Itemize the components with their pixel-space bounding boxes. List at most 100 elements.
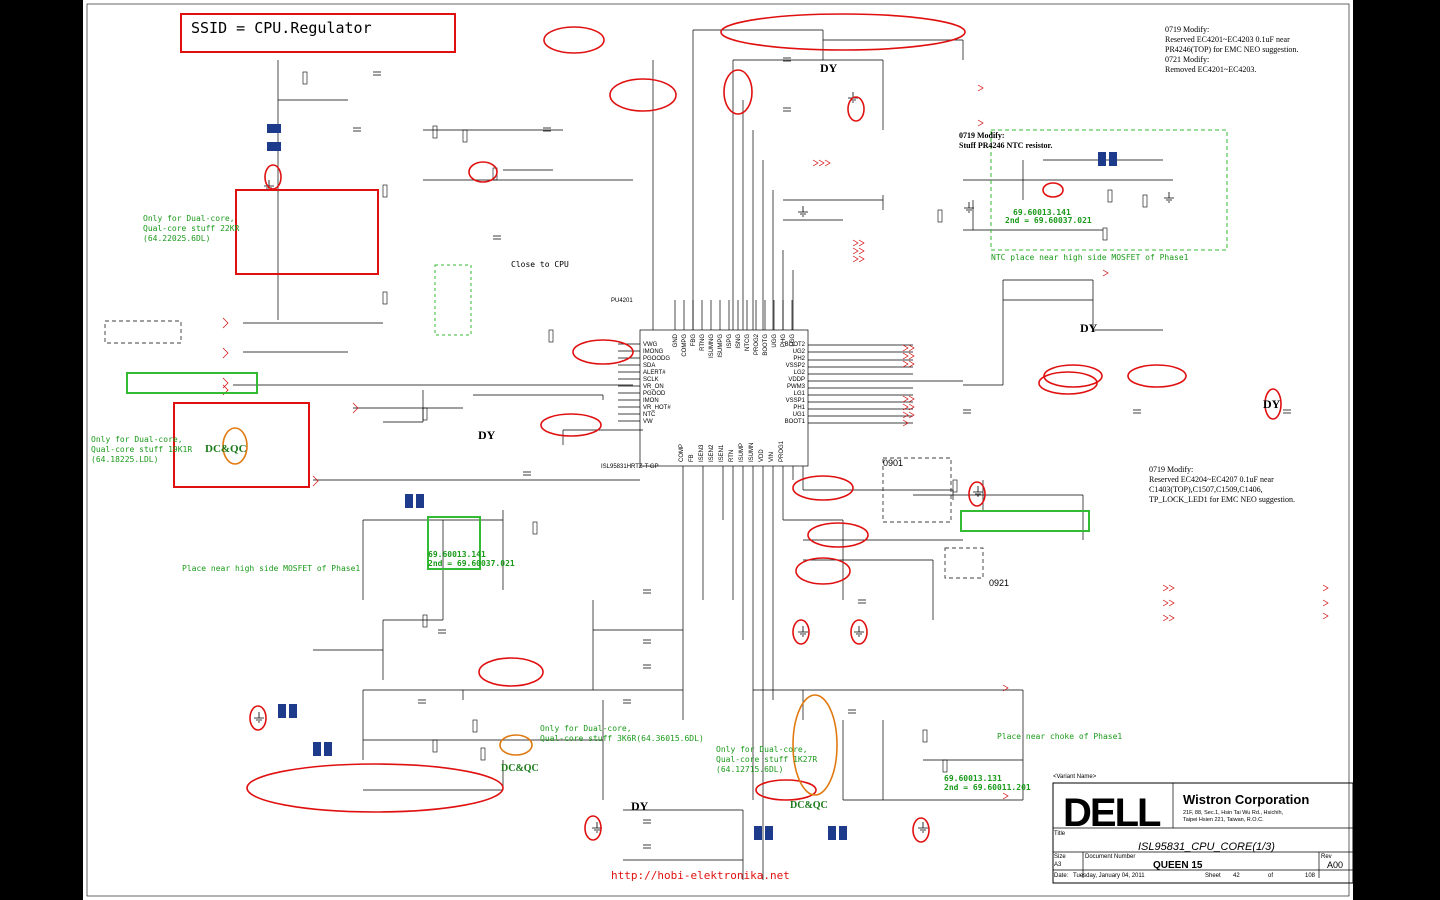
- ic-pin-right: BOOT1: [785, 419, 806, 425]
- ic-ref: PU4201: [611, 298, 633, 304]
- docnum-label: Document Number: [1085, 854, 1135, 860]
- ic-pin-top: BOOTG: [763, 334, 769, 356]
- watermark-url: http://hobi-elektronika.net: [611, 869, 790, 882]
- ntc-green-box: [427, 516, 481, 570]
- resistor-symbol: [942, 759, 948, 773]
- ic-pin-left: PGOODG: [643, 356, 670, 362]
- cap-blocks: [267, 124, 1117, 840]
- resistor-symbol: [422, 407, 428, 421]
- ic-pin-bottom: FB: [689, 454, 695, 462]
- resistor-symbol: [382, 291, 388, 305]
- ic-pin-right: PWM3: [787, 384, 806, 390]
- note-dual-core-2: Only for Dual-core,Qual-core stuff 19K1R…: [91, 435, 192, 464]
- capacitor-symbol: [643, 664, 651, 669]
- ic-pin-top: FBG: [691, 334, 697, 347]
- ground-symbol: [798, 626, 808, 637]
- ic-pin-top: PHG: [781, 334, 787, 347]
- note-ntc-place: NTC place near high side MOSFET of Phase…: [991, 253, 1189, 262]
- ic-pin-top: UGG: [772, 334, 778, 348]
- ic-pin-left: VR_ON: [643, 384, 664, 390]
- ground-symbol: [854, 626, 864, 637]
- ic-pin-top: PROG2: [754, 333, 760, 355]
- svg-text:DY: DY: [1263, 397, 1281, 411]
- dcqc-circle-3: [792, 694, 838, 796]
- note-place-choke: Place near choke of Phase1: [997, 732, 1122, 741]
- capacitor-symbol: [783, 57, 791, 62]
- part-num-a-right: 69.60013.141: [1013, 208, 1071, 217]
- capacitor-symbol: [523, 471, 531, 476]
- svg-text:DY: DY: [1080, 321, 1098, 335]
- resistor-symbol: [480, 747, 486, 761]
- capacitor-symbol: [418, 699, 426, 704]
- area-0921: [944, 547, 984, 579]
- docnum-value: QUEEN 15: [1153, 860, 1203, 871]
- note-dual-core-1: Only for Dual-core,Qual-core stuff 22KR(…: [143, 214, 240, 243]
- ic-pin-bottom: ISEN1: [719, 444, 725, 462]
- of-label: of: [1268, 873, 1273, 879]
- rev-label: Rev: [1321, 854, 1332, 860]
- note-place-phase1: Place near high side MOSFET of Phase1: [182, 564, 360, 573]
- note-right-mid: 0719 Modify:Reserved EC4204~EC4207 0.1uF…: [1149, 465, 1295, 504]
- ic-pin-right: LG1: [794, 391, 806, 397]
- dell-logo: DELL: [1063, 791, 1161, 835]
- date-label: Date:: [1054, 873, 1069, 879]
- ic-pin-right: VSSP1: [786, 398, 806, 404]
- note-ntc-body: Stuff PR4246 NTC resistor.: [959, 141, 1052, 150]
- resistor-symbol: [382, 184, 388, 198]
- main-ic: PU4201 ISL95831HRTZ-T-GP VWGIMONGPGOODGS…: [601, 298, 809, 470]
- svg-text:DY: DY: [820, 61, 838, 75]
- part-num-b: 69.60013.131: [944, 774, 1002, 783]
- date-value: Tuesday, January 04, 2011: [1073, 873, 1145, 879]
- ic-pin-bottom: ISEN2: [709, 444, 715, 462]
- resistor-symbol: [952, 479, 958, 493]
- wires: [233, 29, 1173, 880]
- ic-pin-top: NTCG: [745, 334, 751, 351]
- ic-pin-top: ISPG: [727, 334, 733, 349]
- highlight-ellipses: [246, 13, 1282, 843]
- dcqc-label-2: DC&QC: [501, 763, 539, 774]
- capacitor-symbol: [493, 235, 501, 240]
- resistor-symbol: [472, 719, 478, 733]
- capacitor-symbol: [783, 107, 791, 112]
- sheet-label: Sheet: [1205, 873, 1221, 879]
- capacitor-symbol: [643, 639, 651, 644]
- ground-symbol: [964, 202, 974, 213]
- ic-pin-right: LG2: [794, 370, 806, 376]
- ic-pin-bottom: PROG1: [779, 440, 785, 462]
- ic-pin-left: VWG: [643, 342, 658, 348]
- title-label: Title: [1054, 831, 1066, 837]
- ic-pin-right: UG1: [793, 412, 806, 418]
- ic-pin-right: VSSP2: [786, 363, 806, 369]
- rev-value: A00: [1327, 860, 1343, 870]
- ic-pin-bottom: ISUMN: [749, 443, 755, 462]
- ground-symbol: [1164, 192, 1174, 203]
- dcqc-label-1: DC&QC: [205, 443, 247, 455]
- ic-pin-bottom: ISUMP: [739, 443, 745, 462]
- note-close-cpu: Close to CPU: [511, 260, 569, 269]
- capacitor-symbol: [643, 844, 651, 849]
- resistor-symbol: [432, 739, 438, 753]
- resistor-symbol: [937, 209, 943, 223]
- note-dual-core-4: Only for Dual-core,Qual-core stuff 1K27R…: [716, 745, 817, 774]
- schematic-canvas: SSID = CPU.Regulator PU4201 ISL95831HRTZ…: [86, 3, 1353, 897]
- ground-symbol: [264, 180, 274, 191]
- ic-pin-left: SCLK: [643, 377, 659, 383]
- ic-pin-right: PH1: [793, 405, 805, 411]
- ic-pin-top: ISUMNG: [709, 334, 715, 358]
- capacitor-symbol: [643, 819, 651, 824]
- ssid-box: [180, 13, 456, 53]
- capacitor-symbol: [623, 699, 631, 704]
- ic-pin-top: RTNG: [700, 334, 706, 351]
- svg-text:DY: DY: [631, 799, 649, 813]
- svid-green-box: [126, 372, 258, 394]
- ground-symbol: [973, 486, 983, 497]
- resistor-symbol: [532, 521, 538, 535]
- ic-pin-right: VDDP: [788, 377, 805, 383]
- close-cpu-area: [434, 264, 472, 336]
- ic-pin-bottom: RTN: [729, 450, 735, 462]
- ic-pin-right: UG2: [793, 349, 806, 355]
- capacitor-symbol: [848, 709, 856, 714]
- ic-pin-left: PGOOD: [643, 391, 666, 397]
- capacitor-symbol: [373, 71, 381, 76]
- capacitor-symbol: [1133, 409, 1141, 414]
